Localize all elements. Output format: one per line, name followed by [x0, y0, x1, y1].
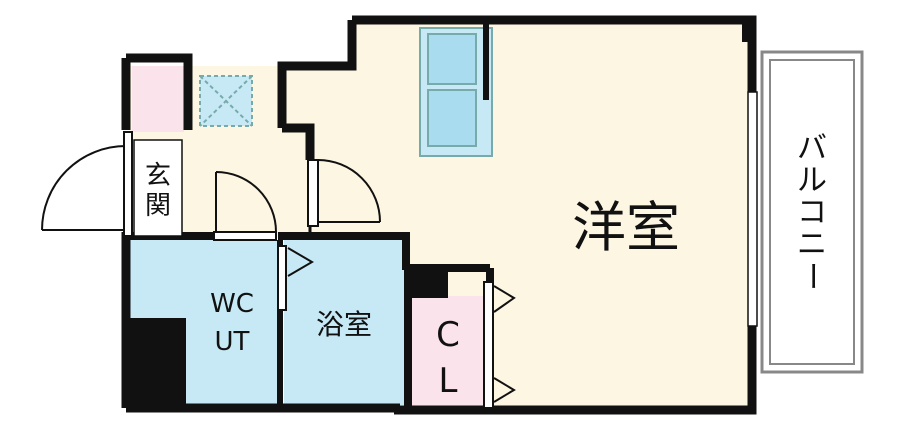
- entrance-label-1: 玄: [145, 161, 171, 191]
- balcony-label-char: バ: [797, 131, 827, 166]
- genkan-step: [133, 139, 183, 237]
- balcony-window: [747, 91, 758, 327]
- bathroom-label: 浴室: [316, 308, 372, 341]
- pillar-lower-left: [124, 318, 186, 408]
- bathroom-door[interactable]: [277, 245, 314, 311]
- wc-ut-door[interactable]: [213, 171, 277, 241]
- pillar-top-right: [742, 20, 754, 42]
- shoe-storage: [132, 66, 184, 132]
- western-room-floor: [282, 20, 752, 408]
- western-room-label: 洋室: [572, 196, 680, 259]
- ut-label: UT: [215, 327, 250, 357]
- wc-label: WC: [210, 289, 254, 319]
- balcony-label-char: ー: [794, 261, 829, 291]
- front-door[interactable]: [41, 131, 133, 237]
- closet-floor: [412, 296, 486, 406]
- closet-doors[interactable]: [483, 281, 516, 409]
- closet-label-c: C: [436, 315, 460, 355]
- western-room-door[interactable]: [307, 159, 381, 227]
- kitchen-unit: [419, 27, 493, 157]
- balcony-label-char: コ: [797, 195, 827, 230]
- balcony-label-char: ル: [797, 163, 827, 198]
- pipe-space: [199, 75, 253, 127]
- closet-label-l: L: [439, 361, 458, 401]
- balcony-label-char: ニ: [797, 227, 827, 262]
- balcony: [760, 50, 864, 374]
- pillar-closet: [408, 268, 448, 298]
- entrance-label-2: 関: [145, 191, 171, 221]
